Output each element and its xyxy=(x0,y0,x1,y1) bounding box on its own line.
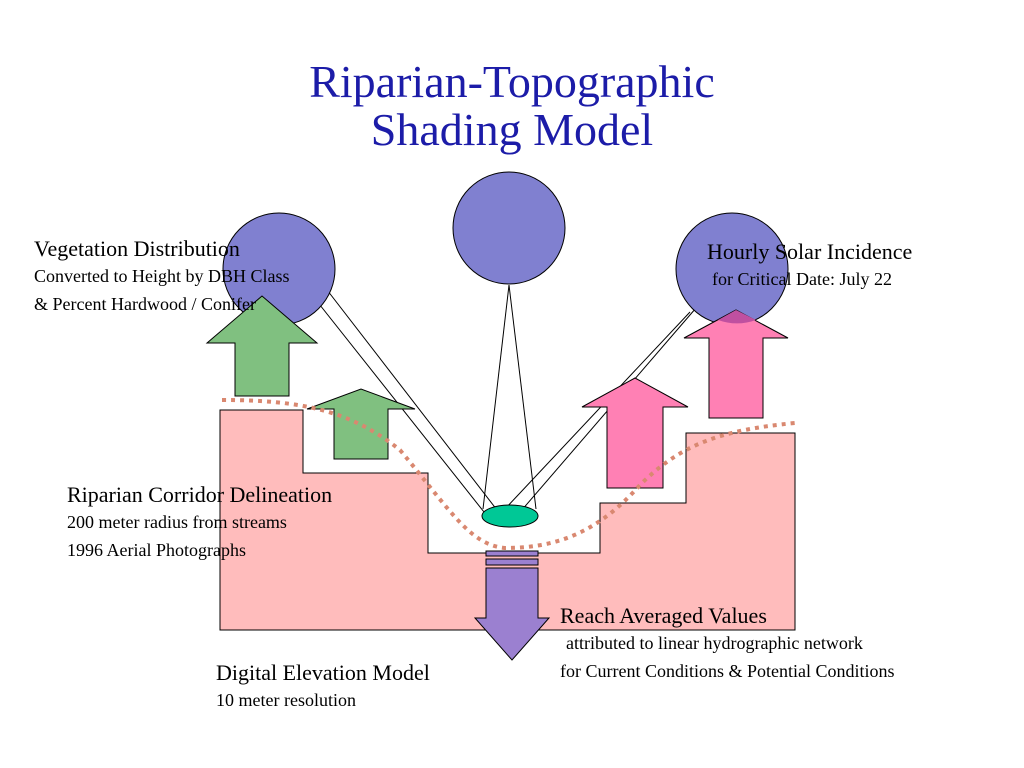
solar-label: Hourly Solar Incidence for Critical Date… xyxy=(707,239,912,293)
reach-arrow-band-2 xyxy=(485,558,539,566)
vegetation-line-2: & Percent Hardwood / Conifer xyxy=(34,294,256,314)
vegetation-arrow-right-icon xyxy=(306,388,416,460)
sun-arrow-overlap xyxy=(718,310,756,324)
dem-heading: Digital Elevation Model xyxy=(216,660,430,685)
dem-line-1: 10 meter resolution xyxy=(216,690,356,710)
ray-center-2 xyxy=(508,284,537,510)
riparian-line-1: 200 meter radius from streams xyxy=(67,512,287,532)
reach-arrow-band-1 xyxy=(485,550,539,557)
reach-label: Reach Averaged Values attributed to line… xyxy=(560,603,895,685)
vegetation-label: Vegetation Distribution Converted to Hei… xyxy=(34,236,289,318)
dem-label: Digital Elevation Model 10 meter resolut… xyxy=(216,660,430,714)
reach-heading: Reach Averaged Values xyxy=(560,603,767,628)
vegetation-heading: Vegetation Distribution xyxy=(34,236,240,261)
reach-arrow-body xyxy=(473,567,551,661)
riparian-label: Riparian Corridor Delineation 200 meter … xyxy=(67,482,332,564)
solar-line-1: for Critical Date: July 22 xyxy=(712,269,892,289)
title-line-2: Shading Model xyxy=(370,104,654,155)
dem-terrain-profile xyxy=(219,409,796,631)
vegetation-arrow-left-icon xyxy=(205,295,319,397)
solar-arrow-right-icon xyxy=(683,309,789,419)
solar-arrow-left-icon xyxy=(581,377,689,489)
riparian-line-2: 1996 Aerial Photographs xyxy=(67,540,246,560)
stream-icon xyxy=(481,504,539,528)
reach-line-2: for Current Conditions & Potential Condi… xyxy=(560,661,895,681)
ray-right-1 xyxy=(503,311,691,511)
sun-center-icon xyxy=(452,171,566,285)
page-title: Riparian-Topographic Shading Model xyxy=(212,58,812,154)
solar-heading: Hourly Solar Incidence xyxy=(707,239,913,264)
reach-arrow-icon xyxy=(473,550,551,661)
ray-left-2 xyxy=(323,285,498,511)
reach-line-1: attributed to linear hydrographic networ… xyxy=(566,633,863,653)
canopy-dotted-curve xyxy=(221,398,796,551)
riparian-heading: Riparian Corridor Delineation xyxy=(67,482,333,507)
vegetation-line-1: Converted to Height by DBH Class xyxy=(34,266,290,286)
ray-center-1 xyxy=(482,284,510,510)
title-line-1: Riparian-Topographic xyxy=(309,56,715,107)
